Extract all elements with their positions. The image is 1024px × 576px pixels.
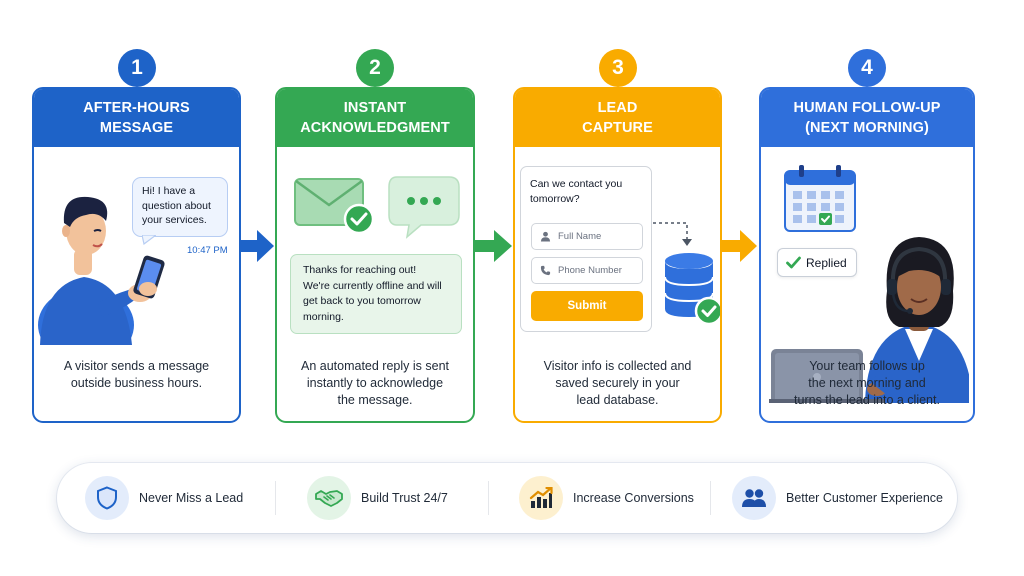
step-1-title-line-2: MESSAGE (99, 120, 174, 136)
phone-icon (540, 265, 551, 276)
step-4-number: 4 (848, 49, 886, 87)
calendar-check-icon (784, 165, 856, 232)
dashed-arrow-icon (653, 222, 692, 246)
benefit-increase-conversions: Increase Conversions (519, 463, 694, 533)
step-1-card: AFTER-HOURS MESSAGE Hi! I have a questio… (32, 87, 241, 423)
form-question-line-1: Can we contact you (530, 178, 623, 190)
benefit-label: Build Trust 24/7 (361, 491, 448, 505)
step-4-card: HUMAN FOLLOW-UP (NEXT MORNING) (759, 87, 975, 423)
handshake-icon (307, 476, 351, 520)
auto-reply-message: Thanks for reaching out! We're currently… (290, 254, 462, 334)
step-1-title-line-1: AFTER-HOURS (83, 100, 190, 116)
phone-number-placeholder: Phone Number (558, 265, 622, 276)
benefit-label: Better Customer Experience (786, 491, 944, 505)
shield-icon (85, 476, 129, 520)
step-1-number: 1 (118, 49, 156, 87)
step-4-description: Your team follows up the next morning an… (761, 358, 973, 409)
step-4-desc-line-3: turns the lead into a client. (794, 393, 940, 407)
step-3-title: LEAD CAPTURE (515, 89, 720, 147)
chat-line-3: your services. (142, 214, 207, 226)
step-3-card: LEAD CAPTURE Can we contact you tomorrow… (513, 87, 722, 423)
step-2-description: An automated reply is sent instantly to … (277, 358, 473, 409)
step-2-title-line-2: ACKNOWLEDGMENT (300, 120, 450, 136)
step-4-title-line-1: HUMAN FOLLOW-UP (793, 100, 941, 116)
step-4-desc-line-1: Your team follows up (809, 359, 925, 373)
step-4-title: HUMAN FOLLOW-UP (NEXT MORNING) (761, 89, 973, 147)
reply-line-3: get back to you tomorrow (303, 295, 421, 307)
benefits-bar: Never Miss a Lead Build Trust 24/7 Incre… (57, 463, 957, 533)
submit-button[interactable]: Submit (531, 291, 643, 321)
step-1-title: AFTER-HOURS MESSAGE (34, 89, 239, 147)
growth-chart-icon (519, 476, 563, 520)
check-mark-icon (786, 256, 801, 269)
step-2-card: INSTANT ACKNOWLEDGMENT Thanks for reachi… (275, 87, 475, 423)
database-icon (664, 253, 720, 326)
step-2-number: 2 (356, 49, 394, 87)
step-2-title-line-1: INSTANT (343, 100, 407, 116)
benefit-never-miss-lead: Never Miss a Lead (85, 463, 243, 533)
arrow-3-icon (722, 230, 757, 262)
full-name-placeholder: Full Name (558, 231, 602, 242)
benefit-label: Increase Conversions (573, 491, 694, 505)
divider (275, 481, 276, 515)
message-time: 10:47 PM (187, 245, 228, 256)
step-3-desc-line-1: Visitor info is collected and (543, 359, 692, 373)
reply-line-1: Thanks for reaching out! (303, 264, 417, 276)
step-4-desc-line-2: the next morning and (808, 376, 926, 390)
step-2-desc-line-2: instantly to acknowledge (306, 376, 444, 390)
visitor-with-phone-illustration (38, 196, 165, 345)
step-2-title: INSTANT ACKNOWLEDGMENT (277, 89, 473, 147)
replied-status-badge: Replied (777, 248, 857, 277)
visitor-chat-bubble: Hi! I have a question about your service… (132, 177, 228, 237)
envelope-check-icon (294, 178, 375, 235)
divider (488, 481, 489, 515)
phone-number-field[interactable]: Phone Number (531, 257, 643, 284)
bubble-tail-icon (142, 235, 156, 245)
step-4-title-line-2: (NEXT MORNING) (805, 120, 929, 136)
step-2-desc-line-3: the message. (337, 393, 413, 407)
benefit-build-trust: Build Trust 24/7 (307, 463, 448, 533)
step-1-description: A visitor sends a message outside busine… (34, 358, 239, 392)
arrow-1-icon (241, 230, 274, 262)
step-1-desc-line-1: A visitor sends a message (63, 359, 210, 373)
person-icon (540, 231, 551, 242)
step-3-number: 3 (599, 49, 637, 87)
chat-line-2: question about (142, 199, 211, 212)
benefit-customer-experience: Better Customer Experience (732, 463, 943, 533)
full-name-field[interactable]: Full Name (531, 223, 643, 250)
chat-line-1: Hi! I have a (142, 185, 196, 197)
users-icon (732, 476, 776, 520)
step-3-desc-line-3: lead database. (576, 393, 659, 407)
reply-line-2: We're currently offline and will (303, 279, 442, 292)
step-3-desc-line-2: saved securely in your (555, 376, 680, 390)
benefit-label: Never Miss a Lead (139, 491, 244, 505)
form-question-line-2: tomorrow? (530, 193, 580, 205)
step-2-desc-line-1: An automated reply is sent (301, 359, 449, 373)
step-1-desc-line-2: outside business hours. (70, 376, 203, 390)
step-3-description: Visitor info is collected and saved secu… (515, 358, 720, 409)
form-question: Can we contact you tomorrow? (530, 177, 642, 207)
support-agent-illustration (769, 237, 969, 403)
divider (710, 481, 711, 515)
lead-capture-form: Can we contact you tomorrow? Full Name P… (520, 166, 652, 332)
chat-typing-icon (388, 176, 460, 239)
arrow-2-icon (475, 230, 512, 262)
step-3-title-line-1: LEAD (597, 100, 638, 116)
replied-label: Replied (806, 255, 847, 270)
step-3-title-line-2: CAPTURE (582, 120, 653, 136)
reply-line-4: morning. (303, 310, 344, 323)
